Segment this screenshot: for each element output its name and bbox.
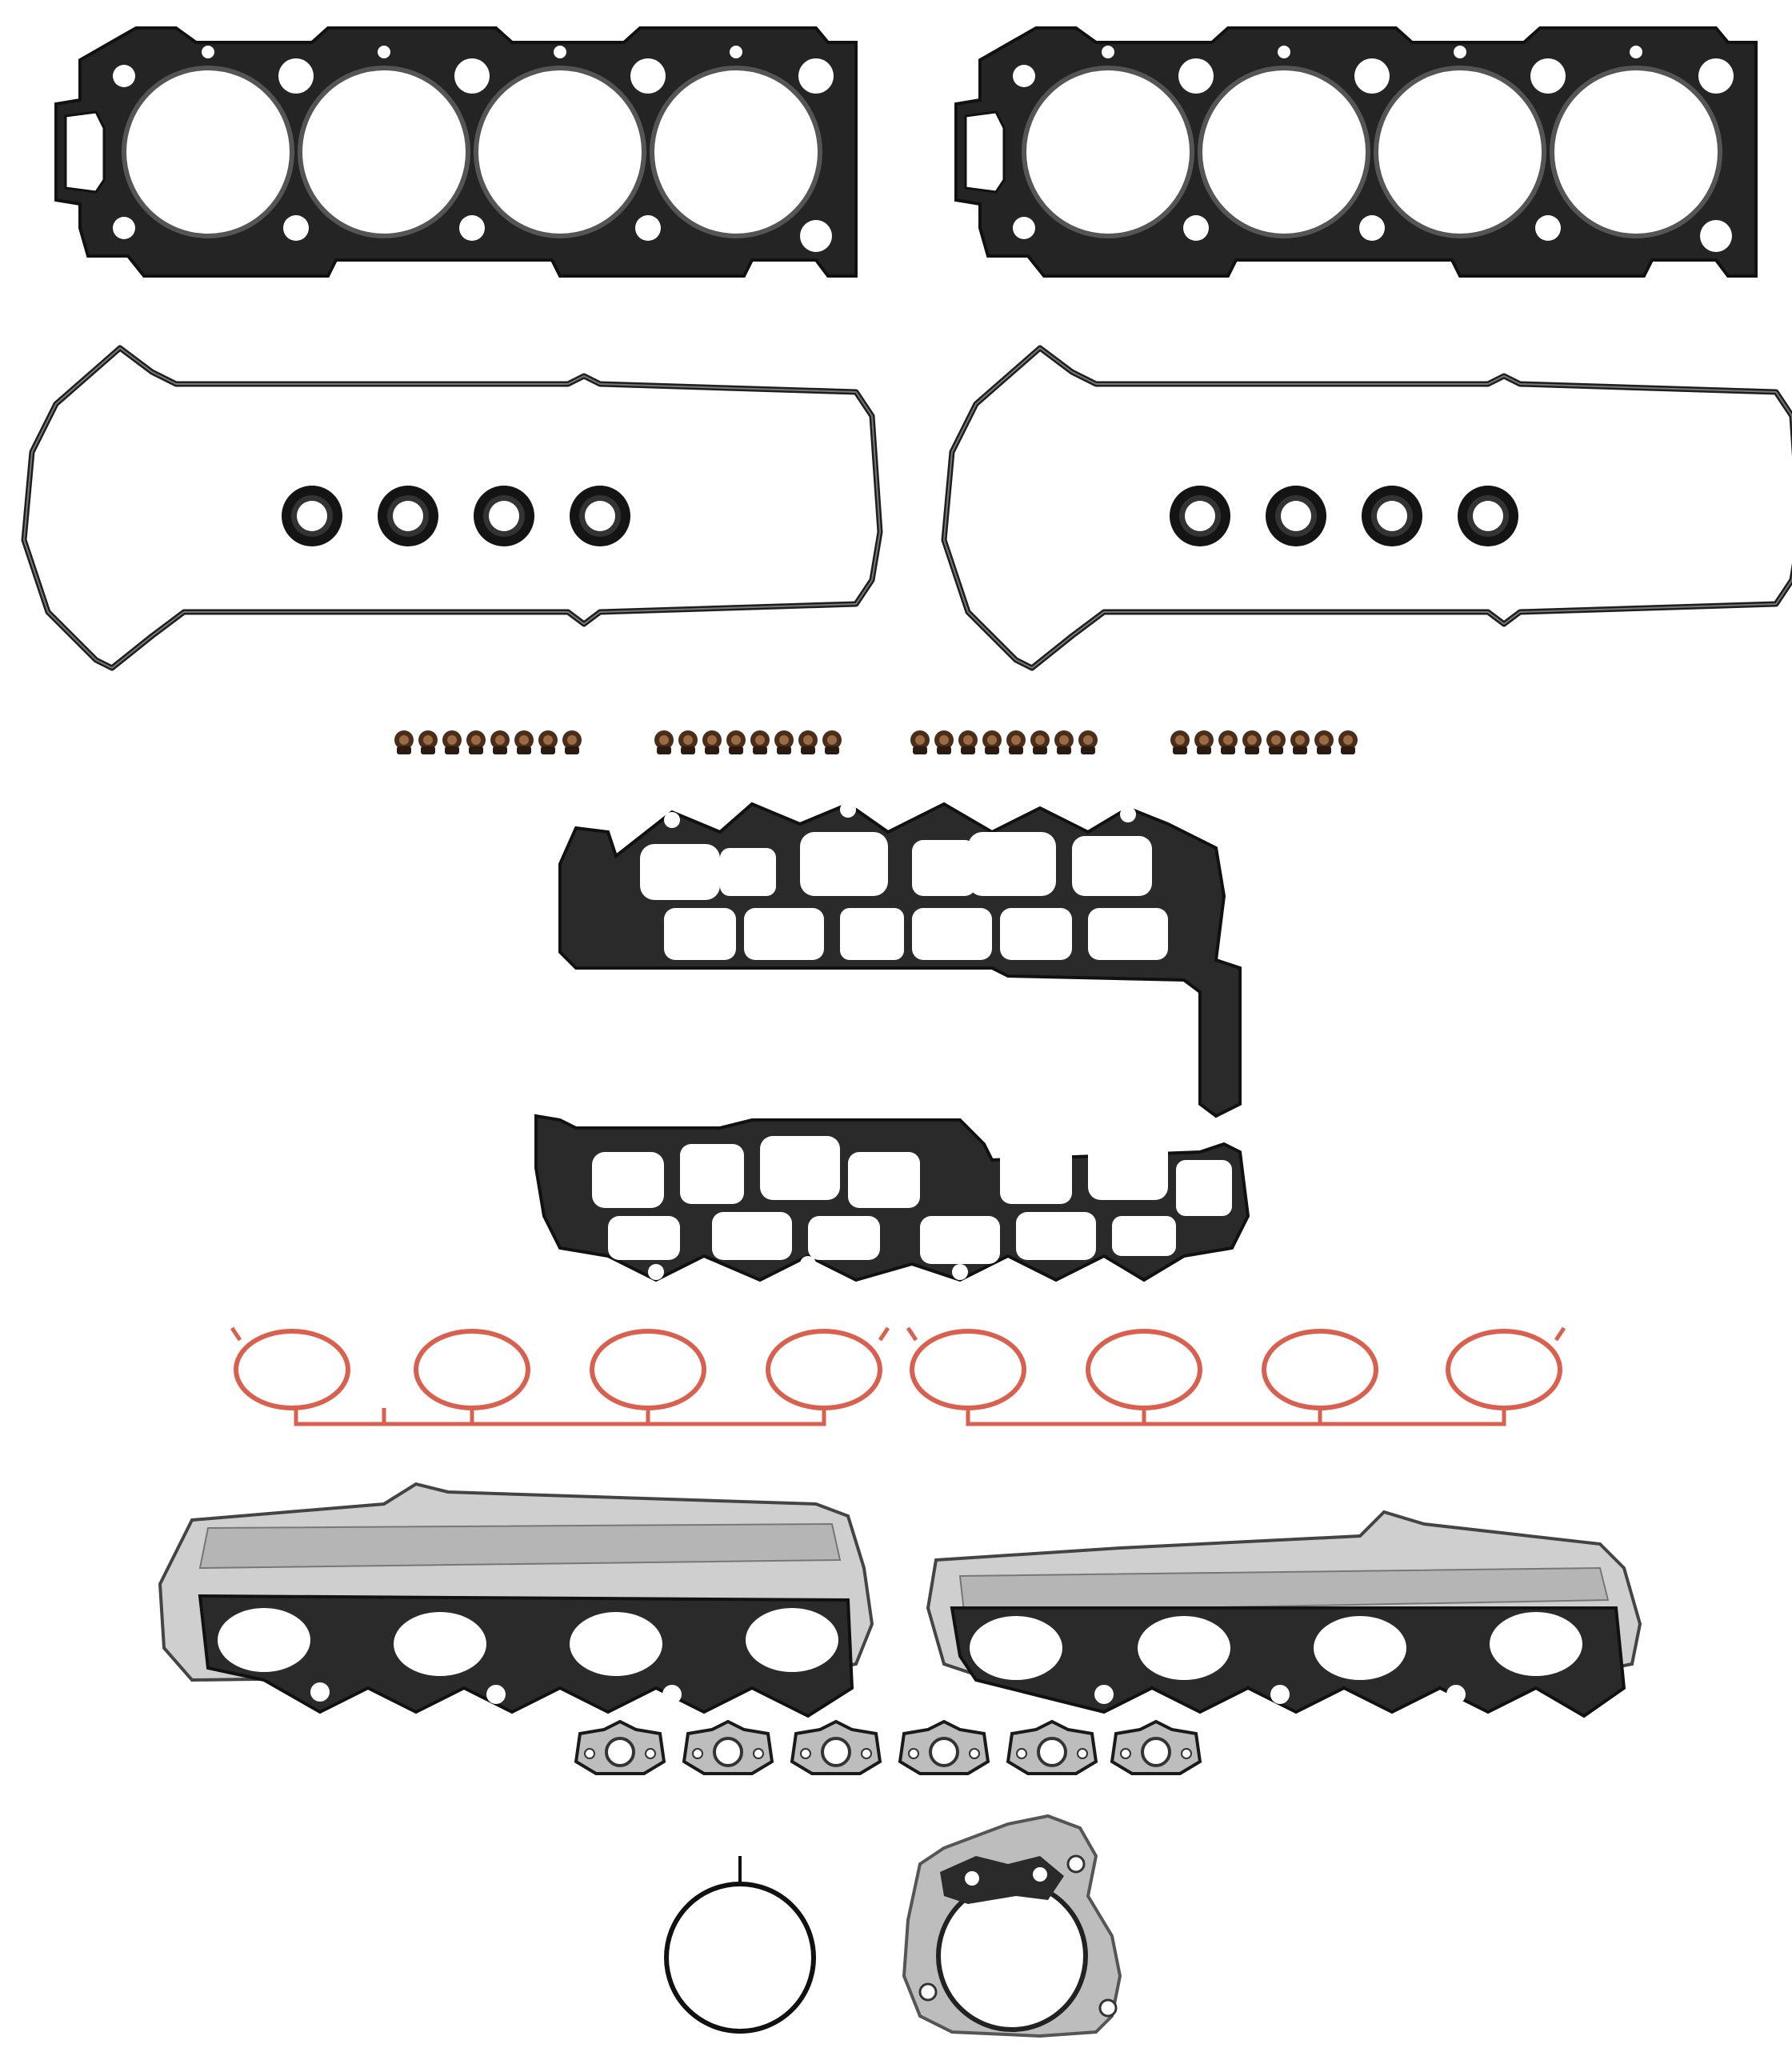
egr-gaskets	[574, 1720, 1202, 1775]
intake-runner-gasket-right	[906, 1326, 1566, 1426]
valve-stem-seal	[1078, 730, 1098, 754]
valve-stem-seal	[678, 730, 698, 754]
valve-stem-seal	[1194, 730, 1214, 754]
valve-stem-seal	[982, 730, 1002, 754]
valve-stem-seal	[466, 730, 486, 754]
valve-stem-seal	[1218, 730, 1238, 754]
throttle-body-oring	[664, 1856, 816, 2034]
valve-stem-seal	[750, 730, 770, 754]
valve-stem-seal	[702, 730, 722, 754]
valve-stem-seal	[514, 730, 534, 754]
valve-stem-seal	[1170, 730, 1190, 754]
intake-plenum-gasket-lower	[534, 1114, 1250, 1282]
head-gasket-right	[956, 28, 1756, 276]
valve-stem-seal	[418, 730, 438, 754]
valve-stem-seal	[1314, 730, 1334, 754]
exhaust-manifold-gasket-right	[926, 1510, 1642, 1718]
valve-stem-seal	[1338, 730, 1358, 754]
valve-stem-seal	[1266, 730, 1286, 754]
valve-stem-seal	[490, 730, 510, 754]
valve-stem-seal	[1006, 730, 1026, 754]
valve-stem-seal	[1054, 730, 1074, 754]
valve-stem-seal	[774, 730, 794, 754]
valve-stem-seal	[910, 730, 930, 754]
tube-seals-left	[282, 486, 630, 546]
valve-stem-seal	[822, 730, 842, 754]
valve-stem-seal	[726, 730, 746, 754]
valve-stem-seal	[394, 730, 414, 754]
valve-stem-seal	[538, 730, 558, 754]
head-gasket-left	[56, 28, 856, 276]
valve-stem-seal	[1030, 730, 1050, 754]
valve-stem-seal	[654, 730, 674, 754]
exhaust-manifold-gasket-left	[158, 1482, 874, 1718]
valve-stem-seal	[958, 730, 978, 754]
valve-stem-seals	[394, 730, 1358, 754]
intake-plenum-gasket-upper	[558, 802, 1242, 1118]
intake-runner-gasket-left	[230, 1326, 890, 1426]
throttle-body-gasket	[902, 1814, 1122, 2038]
valve-stem-seal	[934, 730, 954, 754]
valve-stem-seal	[442, 730, 462, 754]
valve-stem-seal	[1290, 730, 1310, 754]
tube-seals-right	[1170, 486, 1518, 546]
valve-stem-seal	[562, 730, 582, 754]
valve-stem-seal	[1242, 730, 1262, 754]
valve-cover-gasket-left	[24, 348, 880, 668]
valve-stem-seal	[798, 730, 818, 754]
